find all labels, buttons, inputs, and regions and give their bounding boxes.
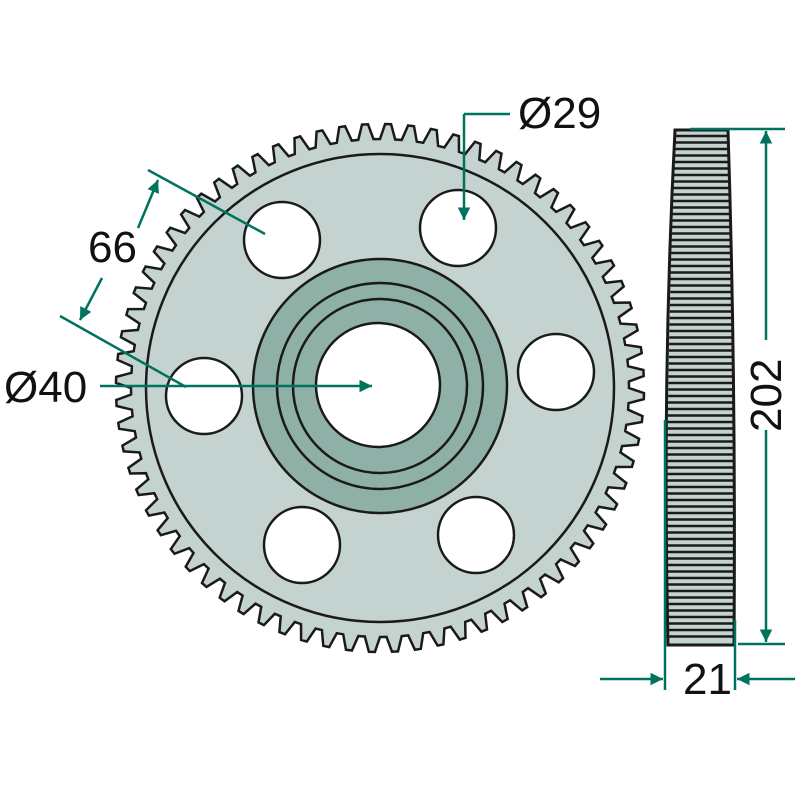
- bolt-hole: [516, 332, 596, 412]
- gear-pitch-circle: [144, 152, 616, 624]
- bolt-hole: [418, 188, 498, 268]
- bolt-hole: [436, 495, 516, 575]
- bolt-hole: [242, 200, 322, 280]
- bolt-spacing-label: 66: [88, 223, 137, 272]
- bore-diameter-label: Ø40: [4, 363, 87, 412]
- dimension-lines: [59, 112, 795, 690]
- bolt-hole-diameter-label: Ø29: [518, 89, 601, 138]
- width-label: 21: [683, 655, 732, 704]
- side-view-teeth: [666, 134, 734, 638]
- bolt-holes: [164, 188, 596, 585]
- outer-diameter-label: 202: [742, 359, 791, 432]
- bolt-hole: [262, 505, 342, 585]
- bolt-hole: [164, 356, 244, 436]
